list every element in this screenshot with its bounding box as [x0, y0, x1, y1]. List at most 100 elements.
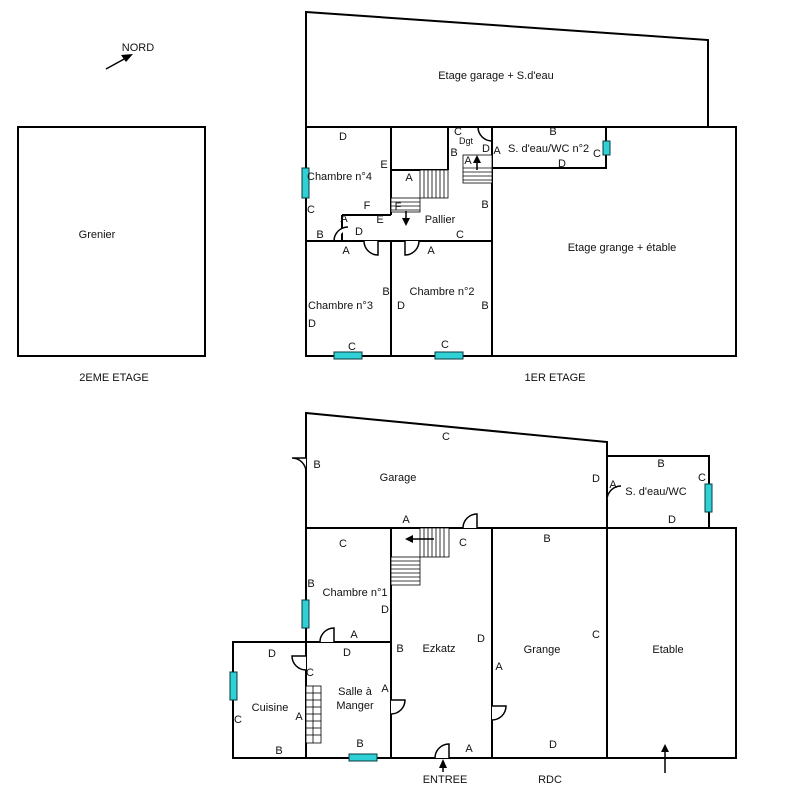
wall-label: D	[592, 473, 600, 485]
wall-label: B	[316, 229, 323, 241]
room-label-sdeau2: S. d'eau/WC n°2	[508, 143, 589, 155]
wall-label: D	[381, 604, 389, 616]
room-label-grange: Grange	[524, 644, 561, 656]
compass-label: NORD	[122, 42, 154, 54]
wall-label: C	[348, 341, 356, 353]
wall-label: B	[543, 533, 550, 545]
wall-label: A	[381, 683, 389, 695]
room-label-chambre3: Chambre n°3	[308, 300, 373, 312]
wall-label: B	[356, 738, 363, 750]
wall-label: D	[668, 514, 676, 526]
door	[319, 627, 335, 643]
door	[333, 226, 349, 242]
wall-label: C	[459, 537, 467, 549]
wall-label: D	[355, 226, 363, 238]
wall-label: B	[382, 286, 389, 298]
room-label-manger: Manger	[336, 700, 374, 712]
entree-arrow-icon	[439, 759, 447, 768]
floor-title-1er: 1ER ETAGE	[525, 372, 586, 384]
door	[477, 126, 493, 142]
wall-label: C	[339, 538, 347, 550]
wall-label: A	[295, 711, 303, 723]
window	[301, 167, 310, 199]
wall-label: D	[549, 739, 557, 751]
wall-label: A	[495, 661, 503, 673]
wall-label: F	[395, 201, 402, 213]
wall-label: C	[441, 339, 449, 351]
door	[491, 705, 507, 721]
wall-label: A	[427, 245, 435, 257]
wall-label: E	[380, 159, 387, 171]
wall-label: B	[481, 199, 488, 211]
room-label-cuisine: Cuisine	[252, 702, 289, 714]
wall-label: B	[275, 745, 282, 757]
room-label-chambre1: Chambre n°1	[323, 587, 388, 599]
door	[390, 699, 406, 715]
wall-label: C	[306, 667, 314, 679]
wall-label: C	[234, 714, 242, 726]
stair-arrow-icon	[405, 535, 413, 543]
wall-label: A	[350, 629, 358, 641]
wall-label: A	[402, 514, 410, 526]
door	[363, 240, 379, 256]
door	[291, 457, 307, 473]
wall-label: C	[593, 148, 601, 160]
room-label-ezkatz: Ezkatz	[422, 643, 455, 655]
window	[602, 140, 611, 156]
wall-label: B	[307, 578, 314, 590]
room-label-chambre2: Chambre n°2	[410, 286, 475, 298]
wall-label: D	[268, 648, 276, 660]
window	[434, 351, 464, 360]
floor-title-2eme: 2EME ETAGE	[79, 372, 148, 384]
etable-entry-arrow-icon	[661, 744, 669, 752]
wall-label: A	[342, 245, 350, 257]
north-arrow-icon	[105, 54, 133, 70]
room-label-etage-grange: Etage grange + étable	[568, 242, 677, 254]
wall-label: C	[592, 629, 600, 641]
wall-label: A	[609, 479, 617, 491]
window	[333, 351, 363, 360]
door	[291, 655, 307, 671]
room-label-etage-garage: Etage garage + S.d'eau	[438, 70, 554, 82]
door	[462, 513, 478, 529]
door	[606, 485, 622, 501]
room-label-dgt: Dgt	[459, 136, 474, 146]
wall-label: D	[482, 143, 490, 155]
floor-1er	[301, 10, 737, 360]
wall-label: D	[308, 318, 316, 330]
wall-label: C	[456, 229, 464, 241]
wall-label: D	[339, 131, 347, 143]
wall-label: D	[343, 647, 351, 659]
wall-label: D	[558, 158, 566, 170]
wall-label: E	[376, 214, 383, 226]
room-label-pallier: Pallier	[425, 214, 456, 226]
room-label-garage: Garage	[380, 472, 417, 484]
door	[404, 240, 420, 256]
entree-label: ENTREE	[423, 774, 468, 786]
window	[704, 483, 713, 513]
floor-rdc	[229, 411, 737, 773]
wall-label: A	[464, 155, 472, 167]
room-label-chambre4: Chambre n°4	[307, 171, 372, 183]
wall-label: C	[307, 204, 315, 216]
room-label-salle: Salle à	[338, 686, 373, 698]
window	[229, 671, 238, 701]
wall-label: D	[397, 300, 405, 312]
wall-label: B	[549, 126, 556, 138]
wall-label: C	[698, 472, 706, 484]
stair-up-arrow-icon	[473, 155, 481, 163]
floor-title-rdc: RDC	[538, 774, 562, 786]
wall-label: B	[450, 147, 457, 159]
wall-label: A	[493, 145, 501, 157]
room-grenier	[17, 126, 206, 357]
entrance-door	[434, 743, 450, 759]
wall-label: B	[657, 458, 664, 470]
room-label-etable: Etable	[652, 644, 683, 656]
wall-label: F	[364, 200, 371, 212]
stair-down-arrow-icon	[402, 218, 410, 226]
room-label-grenier: Grenier	[79, 229, 116, 241]
wall-label: B	[396, 643, 403, 655]
wall-label: C	[442, 431, 450, 443]
